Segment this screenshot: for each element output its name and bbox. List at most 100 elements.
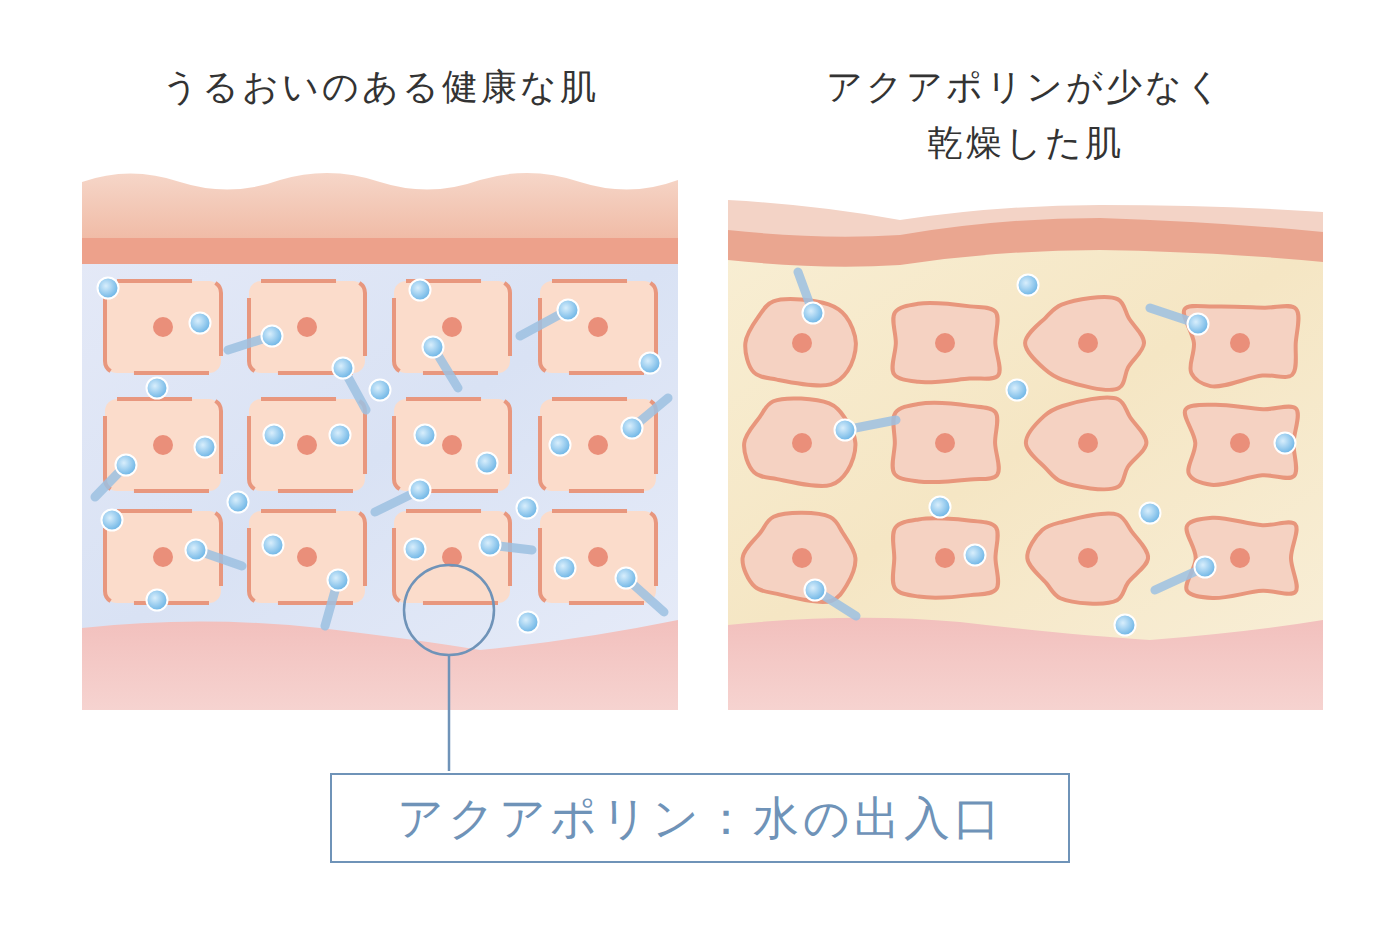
moist-layer (82, 255, 678, 655)
callout-circle (404, 565, 494, 655)
cell (105, 281, 221, 373)
nucleus (153, 317, 173, 337)
dry-cell (893, 518, 998, 597)
water-drop (147, 378, 168, 399)
nucleus (1230, 548, 1250, 568)
cell-membrane (249, 511, 365, 603)
water-drop (930, 497, 951, 518)
nucleus (153, 547, 173, 567)
dry-cell (892, 303, 999, 382)
cell-membrane (105, 399, 221, 491)
water-drop (263, 535, 284, 556)
nucleus (588, 317, 608, 337)
water-drop (333, 358, 354, 379)
callout-box: アクアポリン：水の出入口 (330, 773, 1070, 863)
nucleus (297, 547, 317, 567)
cell (394, 399, 510, 491)
cell-membrane (105, 281, 221, 373)
dry-cell (743, 513, 856, 602)
dry-skin (728, 200, 1323, 710)
water-drop (518, 612, 539, 633)
water-drop (1188, 314, 1209, 335)
dry-cell (1185, 405, 1298, 485)
water-drop (1007, 380, 1028, 401)
water-drop (415, 425, 436, 446)
dry-layer (728, 240, 1323, 650)
nucleus (935, 333, 955, 353)
water-drop (1275, 433, 1296, 454)
water-drop (622, 418, 643, 439)
water-drop (835, 420, 856, 441)
nucleus (442, 435, 462, 455)
dry-cell (745, 299, 856, 385)
nucleus (792, 333, 812, 353)
water-drop (405, 539, 426, 560)
water-drop (116, 455, 137, 476)
water-drop (328, 570, 349, 591)
surface-band (728, 218, 1323, 267)
dry-cell (1027, 513, 1148, 603)
water-drop (550, 435, 571, 456)
nucleus (792, 548, 812, 568)
nucleus (297, 435, 317, 455)
dry-cell (1026, 398, 1147, 490)
water-drop (228, 492, 249, 513)
callout-label: アクアポリン：水の出入口 (397, 790, 1004, 846)
healthy-skin (82, 173, 678, 710)
panel-title: うるおいのある健康な肌 (82, 62, 678, 112)
water-drop (423, 337, 444, 358)
water-drop (186, 540, 207, 561)
nucleus (588, 435, 608, 455)
water-drop (264, 425, 285, 446)
water-drop (190, 313, 211, 334)
dry-cell (1184, 306, 1299, 387)
panel: アクアポリンが少なく 乾燥した肌 (728, 59, 1323, 710)
water-drop (640, 353, 661, 374)
dermis-layer (728, 618, 1323, 710)
water-drop (1195, 557, 1216, 578)
nucleus (1230, 433, 1250, 453)
water-drop (195, 437, 216, 458)
water-drop (803, 303, 824, 324)
panel: うるおいのある健康な肌 (82, 62, 678, 710)
nucleus (153, 435, 173, 455)
water-drop (410, 280, 431, 301)
cell (540, 281, 656, 373)
cell (540, 399, 656, 491)
nucleus (442, 317, 462, 337)
dry-cell (1186, 518, 1297, 598)
water-drop (555, 558, 576, 579)
surface-band (82, 238, 678, 264)
dry-cell (1025, 297, 1144, 390)
water-drop (370, 380, 391, 401)
water-drop (965, 545, 986, 566)
water-drop (477, 453, 498, 474)
cell-membrane (540, 399, 656, 491)
dermis-layer (82, 620, 678, 710)
nucleus (1230, 333, 1250, 353)
surface-layer (82, 173, 678, 240)
water-drop (805, 580, 826, 601)
nucleus (935, 548, 955, 568)
cell (394, 511, 510, 603)
water-drop (517, 498, 538, 519)
dry-cell (893, 403, 999, 482)
water-drop (262, 326, 283, 347)
water-drop (147, 590, 168, 611)
water-drop (98, 278, 119, 299)
water-drop (102, 510, 123, 531)
cell (105, 399, 221, 491)
nucleus (792, 433, 812, 453)
dry-cell (744, 398, 855, 486)
leader-line (448, 655, 451, 771)
cell-membrane (394, 511, 510, 603)
cell-membrane (540, 281, 656, 373)
water-drop (410, 480, 431, 501)
cell-membrane (394, 399, 510, 491)
water-drop (1018, 275, 1039, 296)
nucleus (1078, 333, 1098, 353)
cell-membrane (249, 399, 365, 491)
water-drop (1115, 615, 1136, 636)
water-drop (1140, 503, 1161, 524)
nucleus (297, 317, 317, 337)
